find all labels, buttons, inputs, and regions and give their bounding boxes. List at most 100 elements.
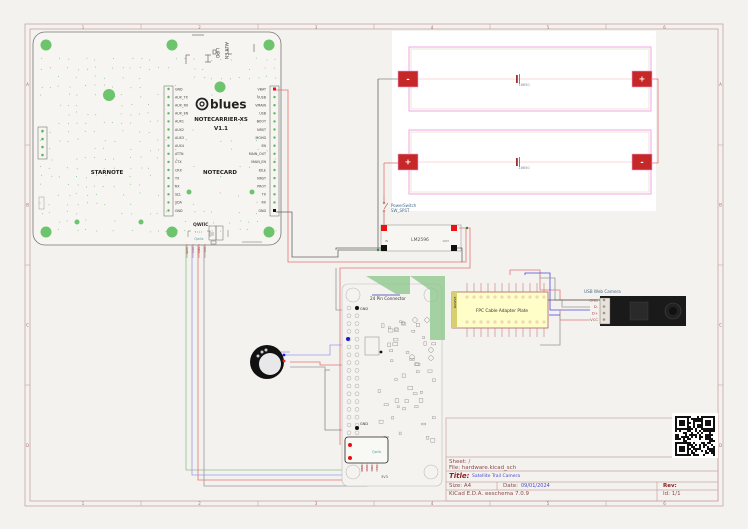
qr-cell bbox=[679, 438, 681, 440]
grid-dot bbox=[76, 213, 78, 215]
battery-label: 18650 bbox=[518, 166, 529, 170]
smd-component bbox=[381, 323, 385, 328]
pi-qwiic-breakout bbox=[344, 436, 389, 464]
smd-component bbox=[418, 398, 424, 403]
qr-cell bbox=[699, 436, 701, 438]
grid-dot bbox=[103, 121, 105, 123]
terminal-right-label: - bbox=[640, 158, 643, 167]
grid-dot bbox=[85, 186, 87, 188]
gpio-pin bbox=[354, 383, 360, 389]
frame-ticks bbox=[25, 24, 723, 506]
power-switch[interactable]: PowerSwitch SW_SPST bbox=[382, 195, 417, 226]
qr-cell bbox=[705, 450, 707, 452]
pir-sensor[interactable] bbox=[250, 345, 286, 379]
junctions bbox=[376, 226, 469, 252]
qwiic-pin-label: SCL bbox=[203, 247, 207, 253]
qr-cell bbox=[711, 448, 713, 450]
gpio-pin bbox=[346, 391, 352, 397]
grid-dot bbox=[239, 122, 241, 124]
lm2596-regulator[interactable]: LM2596 IN OUT bbox=[380, 224, 462, 252]
camera-pin-label: VCC bbox=[590, 317, 598, 322]
left-pin-label: ATTN bbox=[175, 152, 184, 156]
battery-cell-2[interactable]: +-18650 bbox=[397, 129, 653, 195]
grid-dot bbox=[103, 167, 105, 169]
row-label-A: A bbox=[719, 82, 722, 87]
qr-cell bbox=[691, 446, 693, 448]
notecard-label: NOTECARD bbox=[203, 170, 237, 176]
row-label-D: D bbox=[26, 443, 29, 448]
aux-en-label: AUX EN bbox=[223, 42, 229, 59]
qr-cell bbox=[697, 420, 699, 422]
row-label-D: D bbox=[719, 443, 722, 448]
fpc-pin-num bbox=[479, 320, 483, 324]
qr-cell bbox=[693, 424, 695, 426]
gpio-pin bbox=[354, 352, 360, 358]
qr-cell bbox=[709, 432, 711, 434]
fpc-adapter[interactable]: FPC Cable Adapter Plate RASP24 bbox=[451, 283, 549, 337]
grid-dot bbox=[95, 66, 97, 68]
qr-cell bbox=[703, 442, 705, 444]
grid-dot bbox=[49, 148, 51, 150]
qr-cell bbox=[705, 434, 707, 436]
gpio-pin bbox=[346, 352, 352, 358]
grid-dot bbox=[248, 78, 250, 80]
tb-date-label: Date: bbox=[503, 483, 518, 489]
fpc-pin-num bbox=[493, 320, 497, 324]
grid-dot bbox=[129, 67, 131, 69]
battery-terminal-right[interactable] bbox=[631, 153, 653, 171]
grid-dot bbox=[130, 114, 132, 116]
grid-dot bbox=[255, 139, 257, 141]
qr-cell bbox=[689, 434, 691, 436]
grid-dot bbox=[113, 158, 115, 160]
smd-component bbox=[390, 359, 394, 362]
grid-dot bbox=[57, 75, 59, 77]
grid-dot bbox=[193, 165, 195, 167]
grid-dot bbox=[66, 210, 68, 212]
left-pin-label: CTX bbox=[175, 160, 182, 164]
battery-label: 18650 bbox=[518, 83, 529, 87]
fpc-pin-num bbox=[472, 320, 476, 324]
grid-dot bbox=[139, 131, 141, 133]
grid-dot bbox=[148, 167, 150, 169]
qr-cell bbox=[695, 418, 697, 420]
smd-component bbox=[414, 362, 419, 366]
grid-dot bbox=[76, 94, 78, 96]
qr-cell bbox=[689, 422, 691, 424]
tb-file: File: hardware.kicad_sch bbox=[449, 465, 517, 471]
qr-cell bbox=[691, 436, 693, 438]
grid-dot bbox=[40, 69, 42, 71]
gpio-pin bbox=[346, 368, 352, 373]
tb-size: Size: A4 bbox=[449, 483, 472, 489]
smd-component bbox=[399, 320, 403, 323]
tb-sheet: Sheet: / bbox=[449, 459, 471, 465]
fpc-pin-num bbox=[542, 295, 546, 299]
grid-dot bbox=[240, 220, 242, 222]
notecarrier-xs-board[interactable]: LIPO AUX EN blues NOTECARRIER-XS V1.1 ST… bbox=[32, 31, 282, 258]
battery-holder[interactable]: -+18650+-18650 bbox=[392, 31, 656, 211]
grid-dot bbox=[203, 221, 205, 223]
qr-cell bbox=[689, 438, 691, 440]
battery-terminal-left[interactable] bbox=[397, 153, 419, 171]
left-pin-dot bbox=[167, 201, 170, 204]
qr-cell bbox=[697, 418, 699, 420]
fpc-pin-num bbox=[542, 320, 546, 324]
qr-cell bbox=[689, 448, 691, 450]
smd-component bbox=[402, 407, 406, 411]
grid-dot bbox=[157, 139, 159, 141]
fpc-pin-num bbox=[514, 320, 518, 324]
grid-dot bbox=[59, 57, 61, 59]
smd-component bbox=[401, 373, 406, 378]
smd-component bbox=[405, 351, 410, 354]
gpio-pin bbox=[346, 305, 352, 311]
grid-dot bbox=[150, 150, 152, 152]
gpio-pin bbox=[354, 344, 360, 350]
qr-cell bbox=[695, 436, 697, 438]
mounting-holes bbox=[40, 39, 275, 238]
grid-dot bbox=[239, 165, 241, 167]
right-pin-label: VUSB bbox=[257, 95, 267, 99]
grid-dot bbox=[41, 132, 43, 134]
qwiic-label: QWIIC bbox=[193, 222, 209, 228]
qr-cell bbox=[685, 434, 687, 436]
